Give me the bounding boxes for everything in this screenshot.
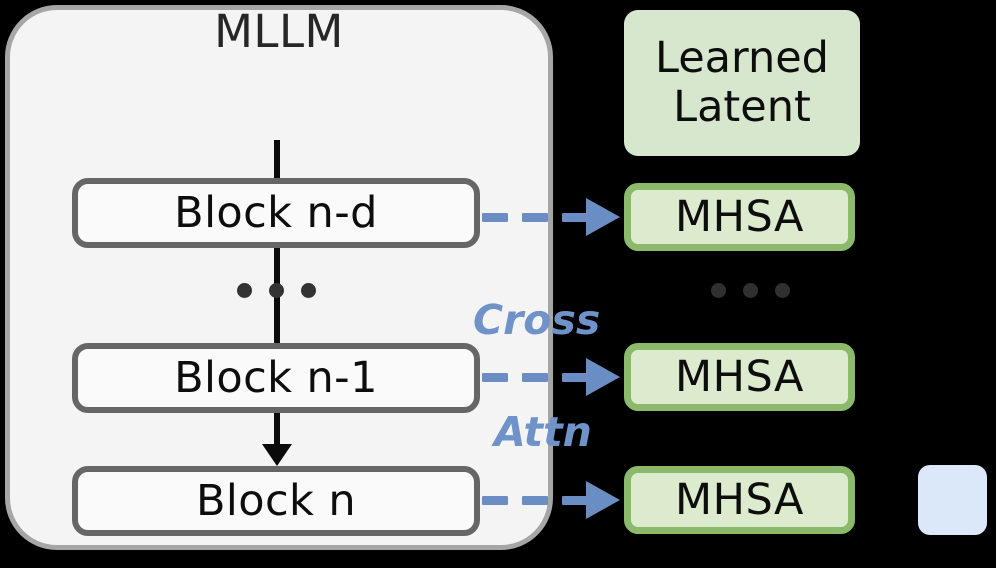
mhsa-module-2[interactable]: MHSA (624, 343, 855, 411)
ellipsis-dot (301, 283, 316, 298)
dash-segment (482, 213, 508, 222)
dash-segment (522, 213, 548, 222)
learned-latent-box[interactable]: Learned Latent (624, 10, 860, 156)
corner-chip (918, 465, 987, 535)
block-n-d[interactable]: Block n-d (72, 178, 480, 248)
block-n-1-label: Block n-1 (174, 353, 378, 403)
learned-latent-label-line2: Latent (673, 82, 811, 132)
dash-segment (562, 496, 588, 505)
connector-title-to-block-nd (274, 140, 280, 180)
mhsa-label: MHSA (675, 475, 804, 525)
block-n-label: Block n (195, 476, 357, 526)
mhsa-label: MHSA (675, 352, 804, 402)
ellipsis-dot (237, 283, 252, 298)
mhsa-module-3[interactable]: MHSA (624, 466, 855, 534)
dash-segment (482, 496, 508, 505)
connector-block-n1-to-block-n (274, 411, 280, 451)
mllm-title: MLLM (214, 5, 344, 58)
arrowhead-down-icon (262, 444, 292, 466)
arrowhead-right-icon (586, 198, 620, 236)
block-n-d-label: Block n-d (174, 188, 378, 238)
learned-latent-label-line1: Learned (655, 32, 829, 83)
arrowhead-right-icon (586, 481, 620, 519)
dash-segment (562, 373, 588, 382)
ellipsis-dot (269, 283, 284, 298)
cross-attention-arrow-3 (482, 481, 622, 519)
cross-attention-label-cross: Cross (473, 296, 601, 344)
dash-segment (482, 373, 508, 382)
mllm-ellipsis (237, 283, 316, 298)
ellipsis-dot (711, 283, 726, 298)
mhsa-ellipsis (711, 283, 790, 298)
block-n-1[interactable]: Block n-1 (72, 343, 480, 413)
mhsa-module-1[interactable]: MHSA (624, 183, 855, 251)
ellipsis-dot (743, 283, 758, 298)
dash-segment (522, 373, 548, 382)
dash-segment (522, 496, 548, 505)
cross-attention-label-attn: Attn (494, 408, 592, 456)
mhsa-label: MHSA (675, 192, 804, 242)
ellipsis-dot (775, 283, 790, 298)
block-n[interactable]: Block n (72, 466, 480, 536)
arrowhead-right-icon (586, 358, 620, 396)
cross-attention-arrow-2 (482, 358, 622, 396)
dash-segment (562, 213, 588, 222)
cross-attention-arrow-1 (482, 198, 622, 236)
